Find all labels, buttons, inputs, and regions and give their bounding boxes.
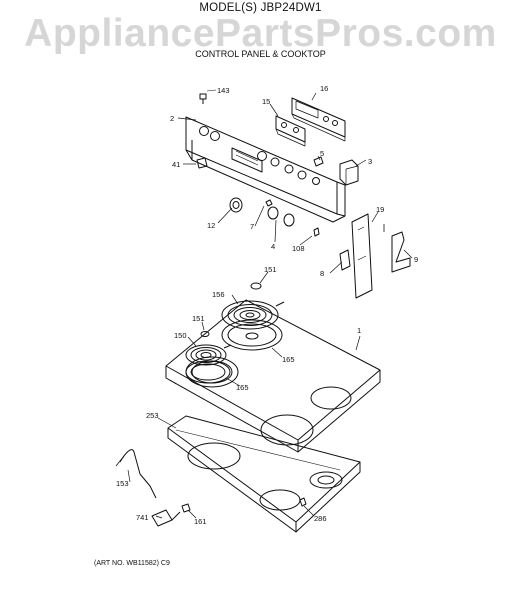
part-3-terminal-block [339, 159, 359, 186]
part-15-switch [275, 115, 306, 147]
callout-5: 5 [320, 149, 324, 158]
callout-2: 2 [170, 114, 174, 123]
part-156-surface-element [221, 300, 285, 330]
leader-lines [127, 92, 413, 519]
part-151-ring-side [200, 331, 210, 337]
part-4-knob [267, 206, 295, 227]
part-5-clip [313, 156, 324, 167]
part-253-burner-box [167, 415, 361, 533]
callout-165-left: 165 [236, 383, 249, 392]
part-165-drip-pan-small [185, 360, 231, 384]
callout-41: 41 [172, 160, 180, 169]
callout-151-top: 151 [264, 265, 277, 274]
part-41-bracket [196, 157, 208, 169]
control-panel [185, 116, 346, 223]
callout-286: 286 [314, 514, 327, 523]
callout-15: 15 [262, 97, 270, 106]
part-8-bracket [339, 249, 351, 271]
part-12-knob [229, 197, 243, 213]
part-9-bracket [391, 231, 411, 273]
part-286-screw [299, 497, 307, 507]
callout-12: 12 [207, 221, 215, 230]
part-19-bracket [351, 213, 373, 299]
part-741-receptacle [151, 509, 181, 527]
callout-741: 741 [136, 513, 149, 522]
part-161-clip [181, 503, 191, 513]
part-108-clip [313, 227, 320, 237]
art-number: (ART NO. WB11582) C9 [94, 560, 170, 567]
callout-143: 143 [217, 86, 230, 95]
part-165-drip-pan-large [221, 319, 283, 351]
part-7-clip [265, 199, 273, 207]
part-150-surface-element [185, 344, 232, 366]
callout-4: 4 [271, 242, 275, 251]
callout-19: 19 [376, 205, 384, 214]
part-16-clock [291, 97, 346, 142]
callout-153: 153 [116, 479, 129, 488]
callout-150: 150 [174, 331, 187, 340]
part-153-wire [119, 449, 157, 499]
diagram-subtitle: CONTROL PANEL & COOKTOP [195, 49, 326, 59]
watermark: AppliancePartsPros.com [24, 12, 497, 55]
callout-7: 7 [250, 222, 254, 231]
callout-165-right: 165 [282, 355, 295, 364]
callout-labels: 143 16 15 2 5 3 41 12 7 4 108 19 9 8 151… [116, 84, 418, 526]
part-143-screw [199, 89, 217, 104]
callout-151-side: 151 [192, 314, 205, 323]
model-title: MODEL(S) JBP24DW1 [199, 2, 322, 14]
callout-16: 16 [320, 84, 328, 93]
callout-3: 3 [368, 157, 372, 166]
callout-253: 253 [146, 411, 159, 420]
callout-108: 108 [292, 244, 305, 253]
part-151-ring-top [250, 282, 262, 290]
callout-156: 156 [212, 290, 225, 299]
callout-161: 161 [194, 517, 207, 526]
callout-1: 1 [357, 326, 361, 335]
callout-8: 8 [320, 269, 324, 278]
callout-9: 9 [414, 255, 418, 264]
